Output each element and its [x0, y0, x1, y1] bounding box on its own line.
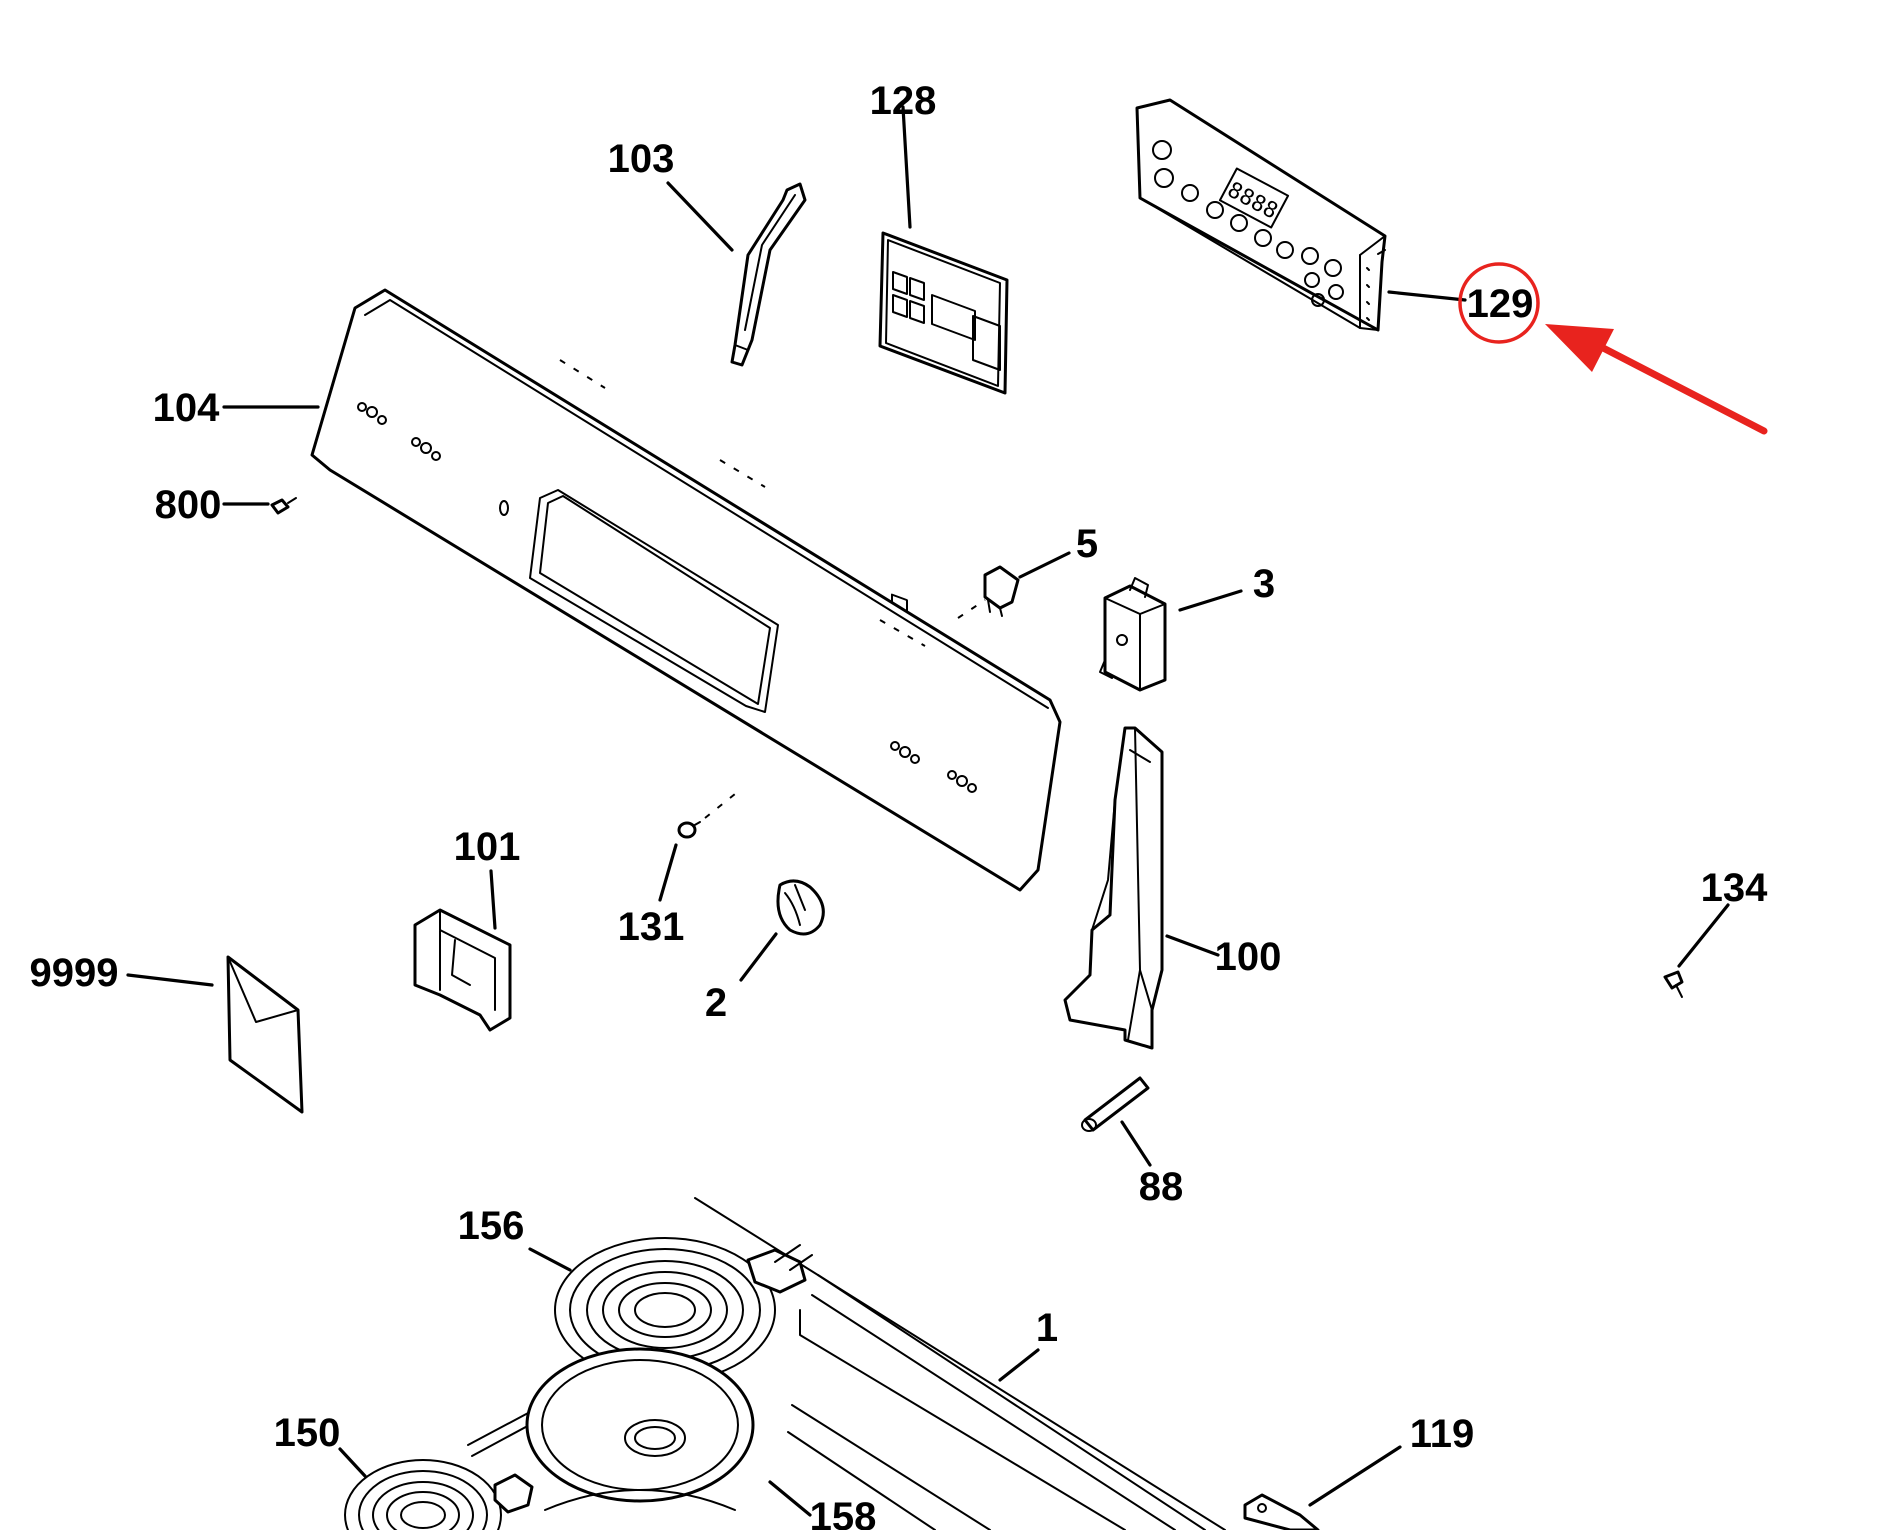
leader-line-101 [489, 869, 497, 930]
part-100-side-trim [1063, 726, 1164, 1050]
leader-line-103 [666, 181, 734, 252]
part-156-surface-element [554, 1237, 813, 1383]
label-158: 158 [810, 1495, 877, 1530]
leader-line-119 [1308, 1445, 1402, 1507]
part-800-screw [270, 497, 297, 515]
label-5: 5 [1076, 522, 1098, 566]
leader-line-9999 [126, 973, 214, 987]
part-129-control-board: 8888 [1135, 98, 1387, 332]
label-104: 104 [153, 386, 220, 430]
label-88: 88 [1139, 1165, 1184, 1209]
leader-line-158 [768, 1480, 812, 1517]
leader-line-100 [1165, 934, 1220, 957]
leader-line-134 [1677, 903, 1730, 968]
part-88-spacer [1081, 1076, 1150, 1132]
leader-line-88 [1120, 1120, 1152, 1167]
label-134: 134 [1701, 866, 1768, 910]
leader-line-156 [528, 1247, 572, 1272]
leader-line-5 [1018, 551, 1071, 579]
leader-line-128 [901, 105, 912, 229]
leader-line-131 [658, 843, 678, 902]
label-103: 103 [608, 137, 675, 181]
leader-line-1 [998, 1348, 1040, 1382]
part-9999-literature [226, 955, 304, 1114]
label-150: 150 [274, 1411, 341, 1455]
leader-line-2 [739, 932, 778, 982]
label-156: 156 [458, 1204, 525, 1248]
part-5-switch [957, 565, 1020, 619]
part-101-bracket [413, 908, 512, 1032]
label-9999: 9999 [30, 951, 119, 995]
part-103-bracket [730, 182, 807, 367]
part-3-infinite-switch [1099, 577, 1167, 692]
label-119: 119 [1410, 1412, 1475, 1456]
label-129: 129 [1467, 282, 1534, 326]
part-158-drip-pan [525, 1347, 755, 1511]
label-100: 100 [1215, 935, 1282, 979]
part-134-screw [1663, 970, 1684, 998]
leader-line-3 [1178, 589, 1243, 612]
leader-line-129 [1387, 290, 1467, 302]
label-3: 3 [1253, 562, 1275, 606]
label-2: 2 [705, 981, 727, 1025]
part-2-knob [776, 879, 825, 936]
label-128: 128 [870, 79, 937, 123]
part-131-stem [677, 789, 741, 839]
red-pointer-arrow [1545, 324, 1768, 435]
leader-line-150 [338, 1447, 367, 1478]
label-1: 1 [1036, 1306, 1058, 1350]
part-104-control-panel [310, 288, 1062, 892]
label-800: 800 [155, 483, 222, 527]
part-128-display-bracket [878, 231, 1009, 620]
part-150-surface-element [344, 1459, 534, 1530]
part-119-bracket [1243, 1493, 1320, 1530]
highlight-circle-129 [1458, 262, 1540, 344]
label-101: 101 [454, 825, 521, 869]
label-131: 131 [618, 905, 685, 949]
